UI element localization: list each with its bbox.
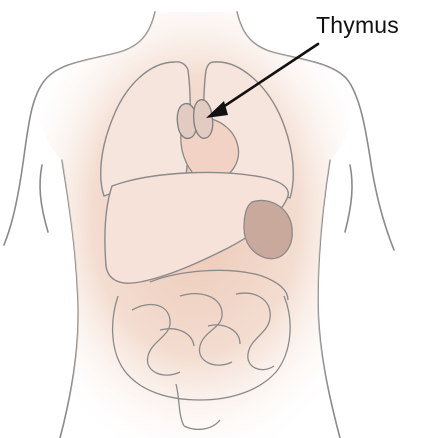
thymus-label: Thymus	[316, 14, 399, 37]
thymus	[177, 100, 213, 139]
